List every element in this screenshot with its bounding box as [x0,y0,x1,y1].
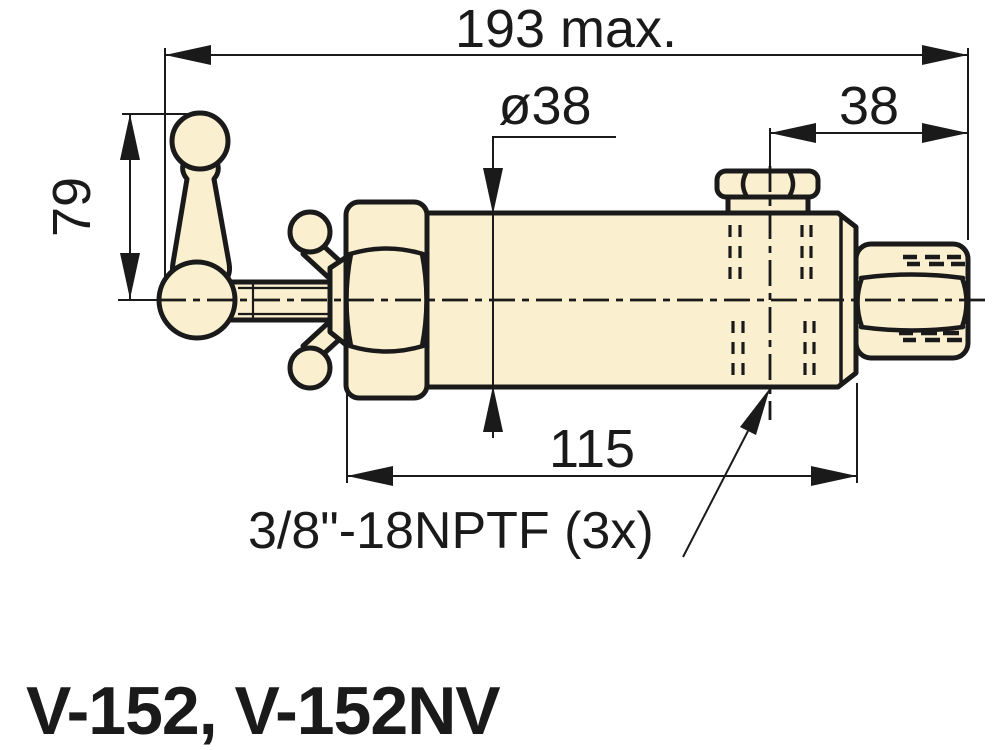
hidden-port-lines [728,225,816,380]
bonnet-facet-bottom-edge [347,343,426,354]
dim-79-label: 79 [42,177,102,237]
hidden-port-upper-left [728,225,742,284]
dim-193-label: 193 max. [455,0,677,59]
bonnet-facet-left-arc [344,251,354,349]
handle-knob [169,110,231,172]
plug-facet-left [740,170,749,198]
part-detail-lines [238,170,969,385]
dim-79-arrow-down [120,253,140,299]
valve-part-geometry [156,110,971,401]
dim-115-arrow-left [347,466,393,486]
top-plug-hex-head [714,168,821,200]
dim-dia38-arrow-up [483,386,503,432]
dim-115-label: 115 [549,419,635,479]
product-title: V-152, V-152NV [26,673,500,749]
dim-dia38-arrow-down [483,168,503,214]
outlet-facet-right-arc [959,275,969,330]
dim-38-arrow-left [770,123,816,143]
dim-dia38-leader [492,136,616,438]
dim-38-label: 38 [839,76,899,136]
hidden-port-lower-right [803,321,816,380]
outlet-facet-left-arc [855,275,865,330]
bonnet-facet-right-arc [419,251,429,349]
wing-nut-lower-lobe [287,345,333,391]
plug-facet-right [787,170,796,198]
bonnet-facet-top-edge [347,246,426,257]
port-thread-leader-arrow [740,388,770,435]
outlet-facet-bottom-edge [858,324,966,333]
dim-193-arrow-right [922,45,968,65]
port-thread-leader [682,430,749,558]
dim-38-arrow-right [922,123,968,143]
dim-dia38-label: ø38 [498,76,591,136]
wing-nut-upper-lobe [287,209,333,255]
hidden-port-upper-right [800,225,813,284]
outlet-facet-top-edge [858,272,966,281]
centerlines [160,166,986,420]
dim-193-arrow-left [165,45,211,65]
outlet-thread-marks-bottom [899,330,962,343]
outlet-thread-marks-top [903,254,965,267]
dim-79-arrow-up [120,114,140,160]
hidden-port-lower-left [731,321,745,380]
port-thread-label: 3/8"-18NPTF (3x) [248,502,654,560]
dimension-annotations: 193 max. 79 ø38 38 115 3/8"-18NPTF (3x) [42,0,969,560]
dim-115-arrow-right [811,466,857,486]
